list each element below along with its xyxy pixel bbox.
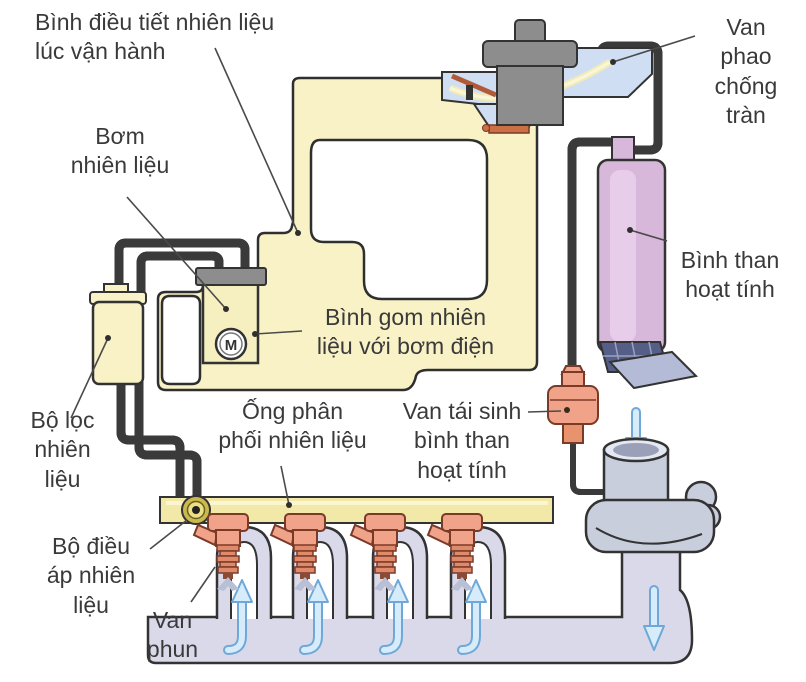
fuel-filler-cap: [482, 19, 578, 126]
float-lever: [451, 73, 497, 98]
throttle-body-shape: [584, 437, 722, 554]
label-charcoal-canister: Bình than hoạt tính: [680, 247, 780, 303]
pump-module-shape: M: [195, 267, 267, 365]
label-fuel-filter: Bộ lọc nhiên liệu: [30, 407, 95, 492]
pressure-regulator-shape: [181, 495, 211, 525]
leader-lines: [70, 35, 696, 603]
label-operating-regulator: Bình điều tiết nhiên liệu lúc vận hành: [35, 9, 275, 65]
regen-valve-shape: [547, 365, 599, 444]
injector-shape: [426, 513, 483, 591]
injectors: [192, 513, 483, 591]
charcoal-canister-shape: [596, 136, 699, 390]
funnel-valve-seat: [488, 124, 530, 134]
label-float-valve: Van phao chống tràn: [714, 14, 778, 129]
injector-shape: [349, 513, 406, 591]
label-fuel-rail: Ống phân phối nhiên liệu: [218, 398, 367, 454]
injector-shape: [192, 513, 249, 591]
label-fuel-tank: Bình gom nhiên liệu với bơm điện: [316, 304, 495, 360]
label-pressure-regulator: Bộ điều áp nhiên liệu: [46, 533, 136, 618]
fuel-filter-shape: [89, 283, 147, 386]
motor-letter: M: [225, 337, 238, 354]
label-regen-valve: Van tái sinh bình than hoạt tính: [402, 398, 522, 483]
label-fuel-pump: Bơm nhiên liệu: [70, 123, 170, 179]
intake-manifold-shape: [146, 543, 694, 665]
canister-foot: [608, 350, 699, 390]
label-injector: Van phun: [146, 607, 199, 663]
injector-shape: [269, 513, 326, 591]
